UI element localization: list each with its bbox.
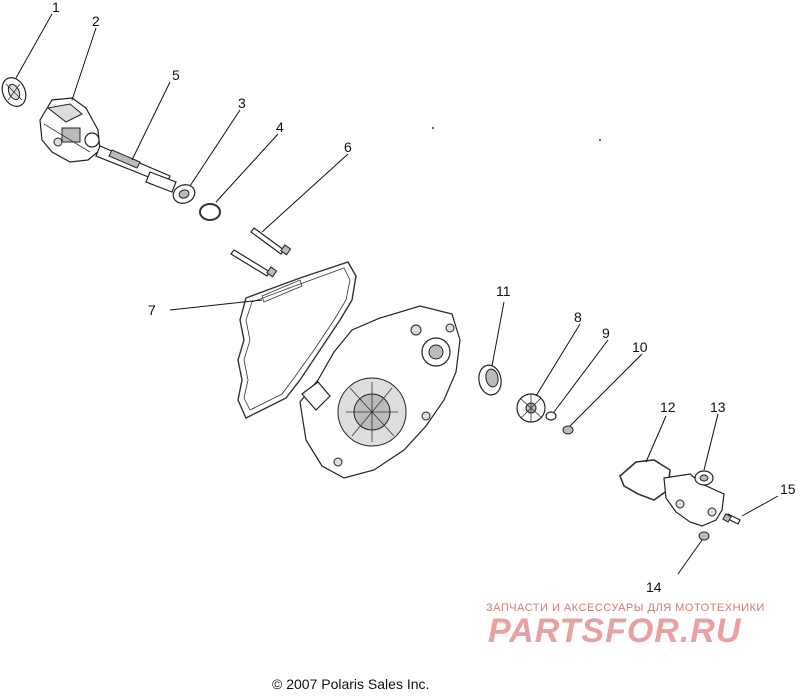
part-2-pump-housing — [39, 97, 101, 163]
callout-5: 5 — [172, 67, 180, 83]
part-9-washer — [545, 411, 557, 421]
callout-labels: 1 2 3 4 5 6 7 8 9 10 11 12 13 14 15 — [52, 0, 796, 595]
part-3-bearing — [172, 184, 196, 204]
stray-dot — [599, 139, 601, 141]
leader-lines — [15, 13, 779, 575]
part-15-bolt — [722, 513, 741, 525]
callout-14: 14 — [646, 579, 662, 595]
callout-13: 13 — [710, 399, 726, 415]
copyright-text: © 2007 Polaris Sales Inc. — [272, 676, 430, 692]
stray-dot — [432, 127, 434, 129]
callout-12: 12 — [660, 399, 676, 415]
part-14-bolt — [698, 531, 710, 541]
callout-6: 6 — [344, 139, 352, 155]
part-13-pump-cover — [663, 470, 725, 527]
part-4-snap-ring — [199, 203, 221, 221]
part-6-bolts — [230, 227, 292, 278]
engine-case-cover — [299, 305, 461, 479]
part-12-o-ring — [619, 459, 671, 501]
callout-4: 4 — [276, 119, 284, 135]
part-7-gasket — [237, 261, 357, 419]
callout-10: 10 — [632, 339, 648, 355]
part-8-impeller — [516, 393, 546, 423]
part-10-nut — [562, 425, 574, 435]
part-5-shaft — [95, 145, 177, 193]
callout-1: 1 — [52, 0, 60, 15]
callout-7: 7 — [148, 302, 156, 318]
callout-3: 3 — [238, 95, 246, 111]
callout-15: 15 — [780, 481, 796, 497]
part-11-seal — [478, 364, 502, 396]
callout-11: 11 — [496, 283, 511, 299]
part-1-gear — [1, 77, 27, 107]
watermark-tagline: ЗАПЧАСТИ И АКСЕССУАРЫ ДЛЯ МОТОТЕХНИКИ — [486, 602, 765, 614]
watermark-logo: PARTSFOR.RU — [488, 612, 742, 650]
callout-2: 2 — [92, 13, 100, 29]
callout-8: 8 — [574, 309, 582, 325]
callout-9: 9 — [602, 325, 610, 341]
